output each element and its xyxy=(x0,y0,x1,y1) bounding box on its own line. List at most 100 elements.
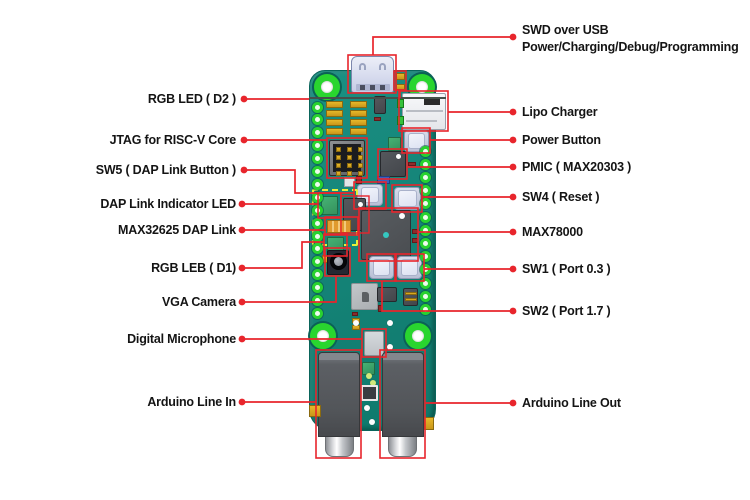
edge-hole xyxy=(311,282,323,294)
callout-dot-sw1 xyxy=(509,265,517,273)
edge-hole xyxy=(419,224,431,236)
callout-dot-sw4 xyxy=(509,193,517,201)
callout-label-lipo: Lipo Charger xyxy=(522,105,598,119)
edge-hole xyxy=(311,153,323,165)
callout-label-vga-camera: VGA Camera xyxy=(162,295,236,309)
mount-hole-mid-right xyxy=(405,323,431,349)
edge-hole xyxy=(419,237,431,249)
via-dot xyxy=(387,344,393,350)
swd-pad xyxy=(350,101,367,108)
callout-dot-max32625 xyxy=(238,226,246,234)
edge-hole xyxy=(311,204,323,216)
flash-chip xyxy=(403,288,418,306)
callout-label-line-in: Arduino Line In xyxy=(147,395,236,409)
jtag-pin xyxy=(336,163,341,168)
edge-hole xyxy=(419,290,431,302)
callout-dot-line-in xyxy=(238,398,246,406)
callout-dot-line-out xyxy=(509,399,517,407)
callout-label-sw2: SW2 ( Port 1.7 ) xyxy=(522,304,611,318)
swd-pad xyxy=(350,110,367,117)
jtag-pin xyxy=(336,147,341,152)
lipo-connector xyxy=(402,93,446,130)
capacitor xyxy=(412,238,418,243)
edge-hole xyxy=(311,243,323,255)
corner-pad xyxy=(309,405,321,417)
callout-label-dap-link-led: DAP Link Indicator LED xyxy=(100,197,236,211)
pmic-chip xyxy=(380,151,406,177)
edge-hole xyxy=(311,217,323,229)
leader-line-swd-usb xyxy=(372,36,510,55)
callout-dot-vga-camera xyxy=(238,298,246,306)
jtag-pin xyxy=(358,147,363,152)
pmic-pin1-dot xyxy=(396,154,401,159)
edge-hole xyxy=(419,171,431,183)
callout-dot-lipo xyxy=(509,108,517,116)
dap-link-indicator-led-component xyxy=(321,196,338,215)
corner-pad xyxy=(424,417,434,430)
edge-hole xyxy=(419,145,431,157)
charger-chip xyxy=(388,137,401,151)
bottom-outlined-chip xyxy=(361,385,378,401)
max32625-pin1-dot xyxy=(358,202,363,207)
callout-label-jtag-riscv: JTAG for RISC-V Core xyxy=(109,133,237,147)
digital-mic-component xyxy=(364,331,384,356)
edge-hole xyxy=(311,295,323,306)
callout-dot-dap-link-led xyxy=(238,200,246,208)
edge-hole xyxy=(311,178,323,190)
edge-hole xyxy=(311,269,323,281)
usb-pin xyxy=(380,85,385,90)
chip-pin-row xyxy=(405,292,417,295)
swd-pad xyxy=(326,119,343,126)
callout-dot-digital-mic xyxy=(238,335,246,343)
via-dot xyxy=(387,320,393,326)
edge-hole xyxy=(311,307,323,319)
callout-label-digital-mic: Digital Microphone xyxy=(127,332,236,346)
chip-pin-row xyxy=(405,298,417,301)
callout-dot-swd-usb xyxy=(509,33,517,41)
swd-pad xyxy=(350,128,367,135)
edge-hole xyxy=(311,166,323,177)
callout-dot-sw5 xyxy=(240,166,248,174)
jtag-pin xyxy=(336,155,341,160)
swd-pad xyxy=(326,101,343,108)
callout-label-max32625: MAX32625 DAP Link xyxy=(118,223,236,237)
callout-dot-power-button xyxy=(509,136,517,144)
jack-top-face xyxy=(319,353,359,360)
rgb-led-d2-component xyxy=(396,73,405,80)
via-dot xyxy=(369,419,375,425)
lipo-slot xyxy=(406,120,437,122)
lipo-slot xyxy=(406,110,443,112)
edge-hole xyxy=(311,230,323,242)
callout-label-sw4: SW4 ( Reset ) xyxy=(522,190,600,204)
edge-hole xyxy=(311,127,323,139)
callout-dot-sw2 xyxy=(509,307,517,315)
sw2-button-cap xyxy=(373,259,390,276)
usb-hook-left xyxy=(359,63,366,70)
camera-lens-inner xyxy=(334,257,343,266)
mount-hole-mid-left xyxy=(310,323,336,349)
line-out-barrel xyxy=(388,437,417,457)
callout-label-swd-usb: SWD over USB Power/Charging/Debug/Progra… xyxy=(522,23,739,54)
callout-dot-max78000 xyxy=(509,228,517,236)
jtag-pin xyxy=(358,155,363,160)
jtag-pin xyxy=(336,171,341,176)
edge-hole xyxy=(311,114,323,126)
usb-connector xyxy=(351,56,394,93)
callout-label-power-button: Power Button xyxy=(522,133,601,147)
jtag-pin xyxy=(347,163,352,168)
callout-label-rgb-led-d2: RGB LED ( D2 ) xyxy=(147,92,236,106)
mount-hole-top-left xyxy=(314,74,340,100)
max78000-center-dot xyxy=(383,232,389,238)
edge-hole xyxy=(419,158,431,170)
callout-label-sw1: SW1 ( Port 0.3 ) xyxy=(522,262,611,276)
jtag-pin xyxy=(347,147,352,152)
callout-label-sw5: SW5 ( DAP Link Button ) xyxy=(95,163,237,177)
callout-dot-rgb-led-d1 xyxy=(238,264,246,272)
callout-label-line-out: Arduino Line Out xyxy=(522,396,621,410)
edge-hole xyxy=(419,264,431,276)
edge-hole xyxy=(419,211,431,223)
callout-label-max78000: MAX78000 xyxy=(522,225,583,239)
line-in-jack xyxy=(318,352,360,437)
usb-pin xyxy=(360,85,365,90)
